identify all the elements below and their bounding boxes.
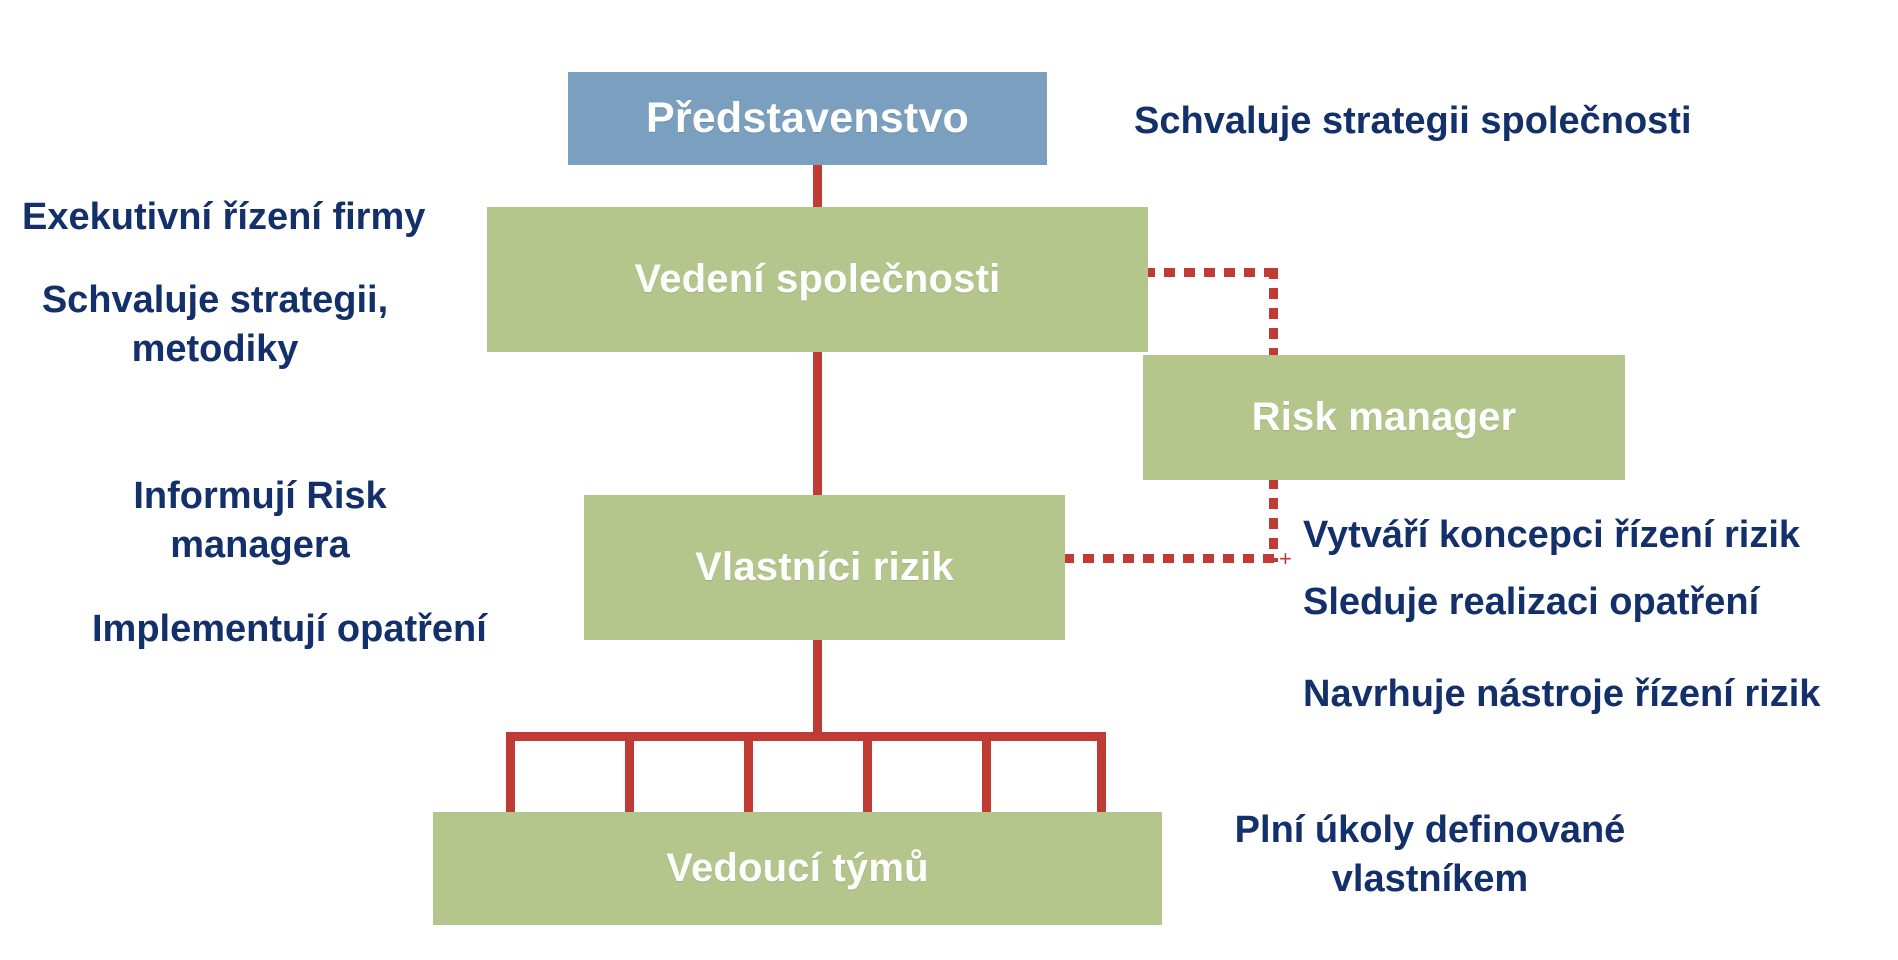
node-risk-manager[interactable]: Risk manager: [1143, 355, 1625, 480]
connector-board-to-management: [813, 160, 822, 212]
node-vlastnici-rizik[interactable]: Vlastníci rizik: [584, 495, 1065, 640]
note-schvaluje-strategii-spolecnosti: Schvaluje strategii společnosti: [1134, 100, 1692, 142]
note-navrhuje-nastroje-rizeni-rizik: Navrhuje nástroje řízení rizik: [1303, 673, 1821, 715]
node-vedeni-spolecnosti[interactable]: Vedení společnosti: [487, 207, 1148, 352]
connector-team-branch-4: [863, 732, 872, 822]
note-informuji-risk-managera: Informují Risk managera: [133, 475, 387, 566]
connector-team-branch-5: [982, 732, 991, 822]
node-vedouci-tymu[interactable]: Vedoucí týmů: [433, 812, 1162, 925]
note-schvaluje-strategii-metodiky: Schvaluje strategii, metodiky: [41, 279, 389, 370]
node-vlastnici-rizik-label: Vlastníci rizik: [695, 545, 954, 589]
node-predstavenstvo-label: Představenstvo: [645, 94, 970, 142]
connector-owners-to-teams: [813, 636, 822, 740]
connector-junction-marker: +: [1279, 546, 1292, 571]
node-risk-manager-label: Risk manager: [1251, 395, 1517, 439]
note-vytvari-koncepci-rizeni-rizik: Vytváří koncepci řízení rizik: [1303, 514, 1801, 556]
connector-risk-manager-to-owners-vertical: [1269, 478, 1278, 562]
connector-team-branch-2: [625, 732, 634, 822]
connector-team-branch-1: [506, 732, 515, 822]
note-exekutivni-rizeni-firmy: Exekutivní řízení firmy: [22, 196, 426, 238]
connector-management-to-risk-manager-vertical: [1269, 268, 1278, 360]
connector-team-branch-6: [1097, 732, 1106, 822]
node-predstavenstvo[interactable]: Představenstvo: [568, 72, 1047, 165]
connector-risk-manager-to-owners-horizontal: [1063, 554, 1278, 563]
note-plni-ukoly-definovane-vlastnikem: Plní úkoly definované vlastníkem: [1234, 809, 1626, 900]
note-sleduje-realizaci-opatreni: Sleduje realizaci opatření: [1303, 581, 1760, 623]
connector-team-branch-3: [744, 732, 753, 822]
connector-management-to-owners: [813, 348, 822, 500]
connector-team-bus: [506, 732, 1106, 741]
connector-management-to-risk-manager-horizontal: [1144, 268, 1278, 277]
node-vedeni-spolecnosti-label: Vedení společnosti: [634, 257, 1001, 301]
node-vedouci-tymu-label: Vedoucí týmů: [666, 846, 929, 890]
note-implementuji-opatreni: Implementují opatření: [92, 608, 487, 650]
